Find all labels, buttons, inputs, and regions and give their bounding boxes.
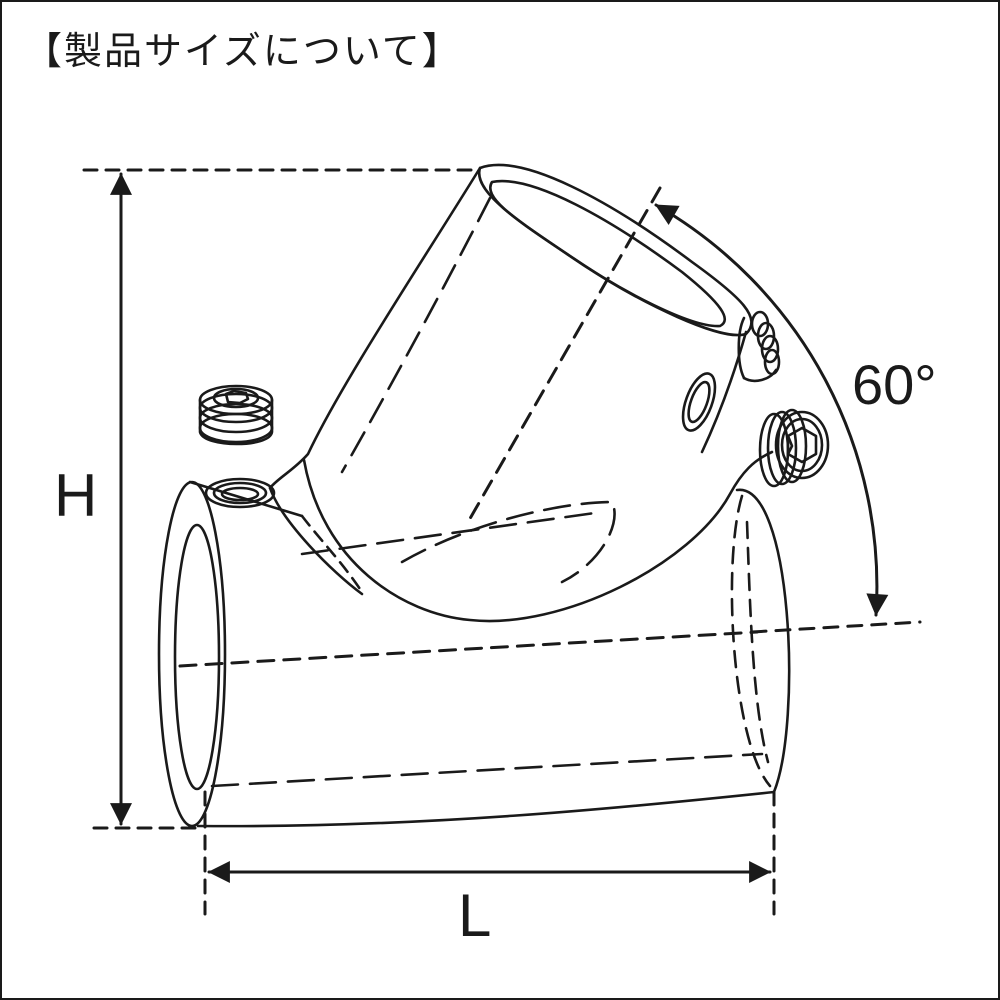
- length-dimension: [203, 790, 776, 916]
- branch-right-edge: [700, 330, 748, 454]
- set-screw-top: [737, 310, 781, 383]
- pipe-bottom-edge: [196, 790, 776, 828]
- branch-side-tapped-hole: [681, 372, 717, 432]
- branch-fillet-hidden: [300, 514, 364, 594]
- pipe-top-tapped-hole: [204, 477, 276, 509]
- loose-hex-socket-icon: [224, 389, 250, 405]
- pipe-centerline: [178, 630, 759, 668]
- branch-socket: [268, 163, 774, 623]
- set-screw-side: [758, 408, 830, 488]
- pipe-bore-hidden-top: [300, 510, 604, 556]
- angle-dimension: [654, 203, 922, 634]
- branch-bore-hidden-left: [340, 196, 492, 474]
- pipe-left-end-inner: [173, 523, 221, 791]
- branch-outer-left: [268, 166, 482, 490]
- branch-fillet-left: [268, 486, 364, 596]
- branch-side-tapped-hole-inner: [687, 380, 711, 424]
- page-title: 【製品サイズについて】: [24, 29, 462, 73]
- branch-bottom-curve: [302, 450, 774, 623]
- pipe-right-end-hidden: [730, 494, 772, 788]
- set-screw-loose: [198, 384, 274, 446]
- pipe-right-end-outer: [735, 488, 791, 794]
- branch-top-rim-inner: [489, 179, 726, 328]
- pipe-right-end-hidden-inner: [745, 520, 770, 764]
- branch-bore-hidden-bottom: [400, 500, 616, 584]
- length-label: L: [458, 882, 491, 949]
- angle-label: 60°: [852, 353, 937, 416]
- pipe-bore-hidden-bottom: [210, 752, 764, 788]
- height-label: H: [54, 462, 97, 529]
- angle-reference-line: [750, 620, 922, 634]
- height-dimension: [82, 168, 482, 830]
- angle-arc: [654, 203, 889, 617]
- pipe-left-end-outer: [157, 480, 227, 828]
- branch-top-rim-outer: [477, 163, 753, 337]
- main-pipe: [157, 480, 791, 828]
- branch-centerline: [466, 186, 662, 524]
